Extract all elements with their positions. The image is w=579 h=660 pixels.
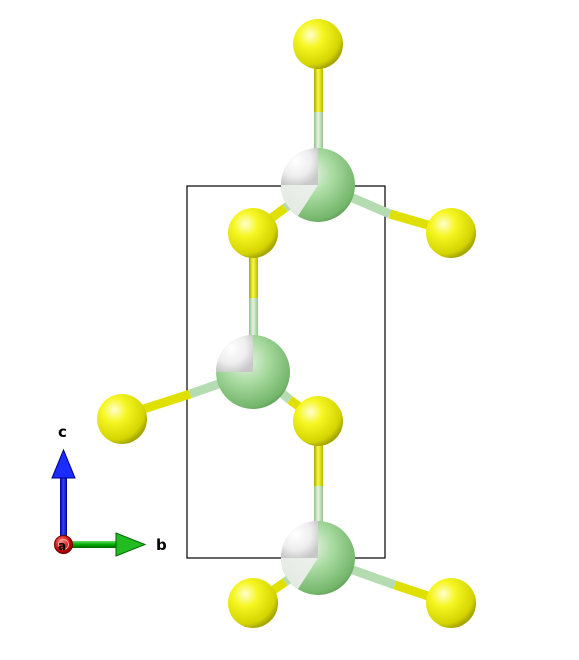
a-axis-icon: [54, 535, 73, 554]
bond-mid-vertical: [249, 238, 258, 360]
sulfur-atom[interactable]: [228, 578, 278, 628]
sulfur-atom[interactable]: [293, 396, 343, 446]
sulfur-atom[interactable]: [426, 578, 476, 628]
bond-bottom-vertical: [314, 430, 323, 552]
mixed-metal-atom[interactable]: [216, 335, 290, 409]
b-axis-label: b: [156, 536, 167, 554]
bond-top-vertical: [314, 60, 323, 170]
c-axis-label: c: [58, 423, 67, 441]
sulfur-atom[interactable]: [97, 394, 147, 444]
c-axis-arrow-icon: [51, 448, 76, 538]
axis-indicator: c b a: [51, 423, 167, 557]
a-axis-label: a: [58, 539, 66, 553]
b-axis-arrow-icon: [66, 532, 147, 557]
sulfur-atom[interactable]: [228, 208, 278, 258]
sulfur-atom[interactable]: [293, 19, 343, 69]
sulfur-atom[interactable]: [426, 208, 476, 258]
mixed-metal-atom[interactable]: [281, 521, 355, 595]
mixed-metal-atom[interactable]: [281, 148, 355, 222]
